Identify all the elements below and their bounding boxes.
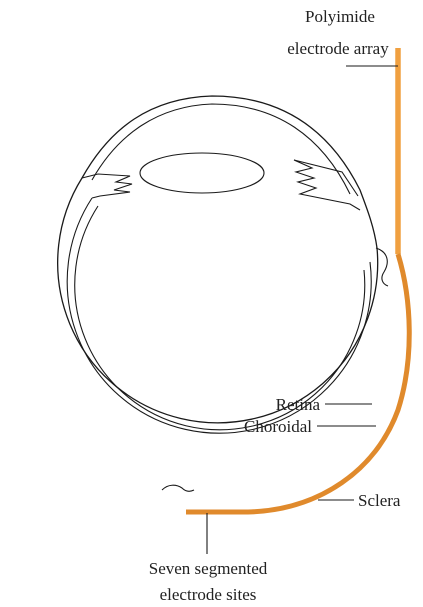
retina-outline (75, 206, 365, 430)
ciliary-body-left (82, 174, 132, 198)
choroid-outline (67, 198, 371, 433)
polyimide-label-line1: Polyimide (305, 7, 375, 26)
lens (140, 153, 264, 193)
electrode-sites-label-line1: Seven segmented (149, 559, 268, 578)
electrode-sites-label-line2: electrode sites (160, 585, 257, 604)
choroidal-label: Choroidal (244, 417, 312, 436)
ciliary-body-right (294, 160, 360, 210)
optic-disc-notch (162, 485, 194, 491)
retina-label: Retina (276, 395, 321, 414)
electrode-array-curve (186, 254, 409, 512)
sclera-label: Sclera (358, 491, 401, 510)
polyimide-label-line2: electrode array (287, 39, 389, 58)
cornea-inner-outline (92, 104, 350, 194)
